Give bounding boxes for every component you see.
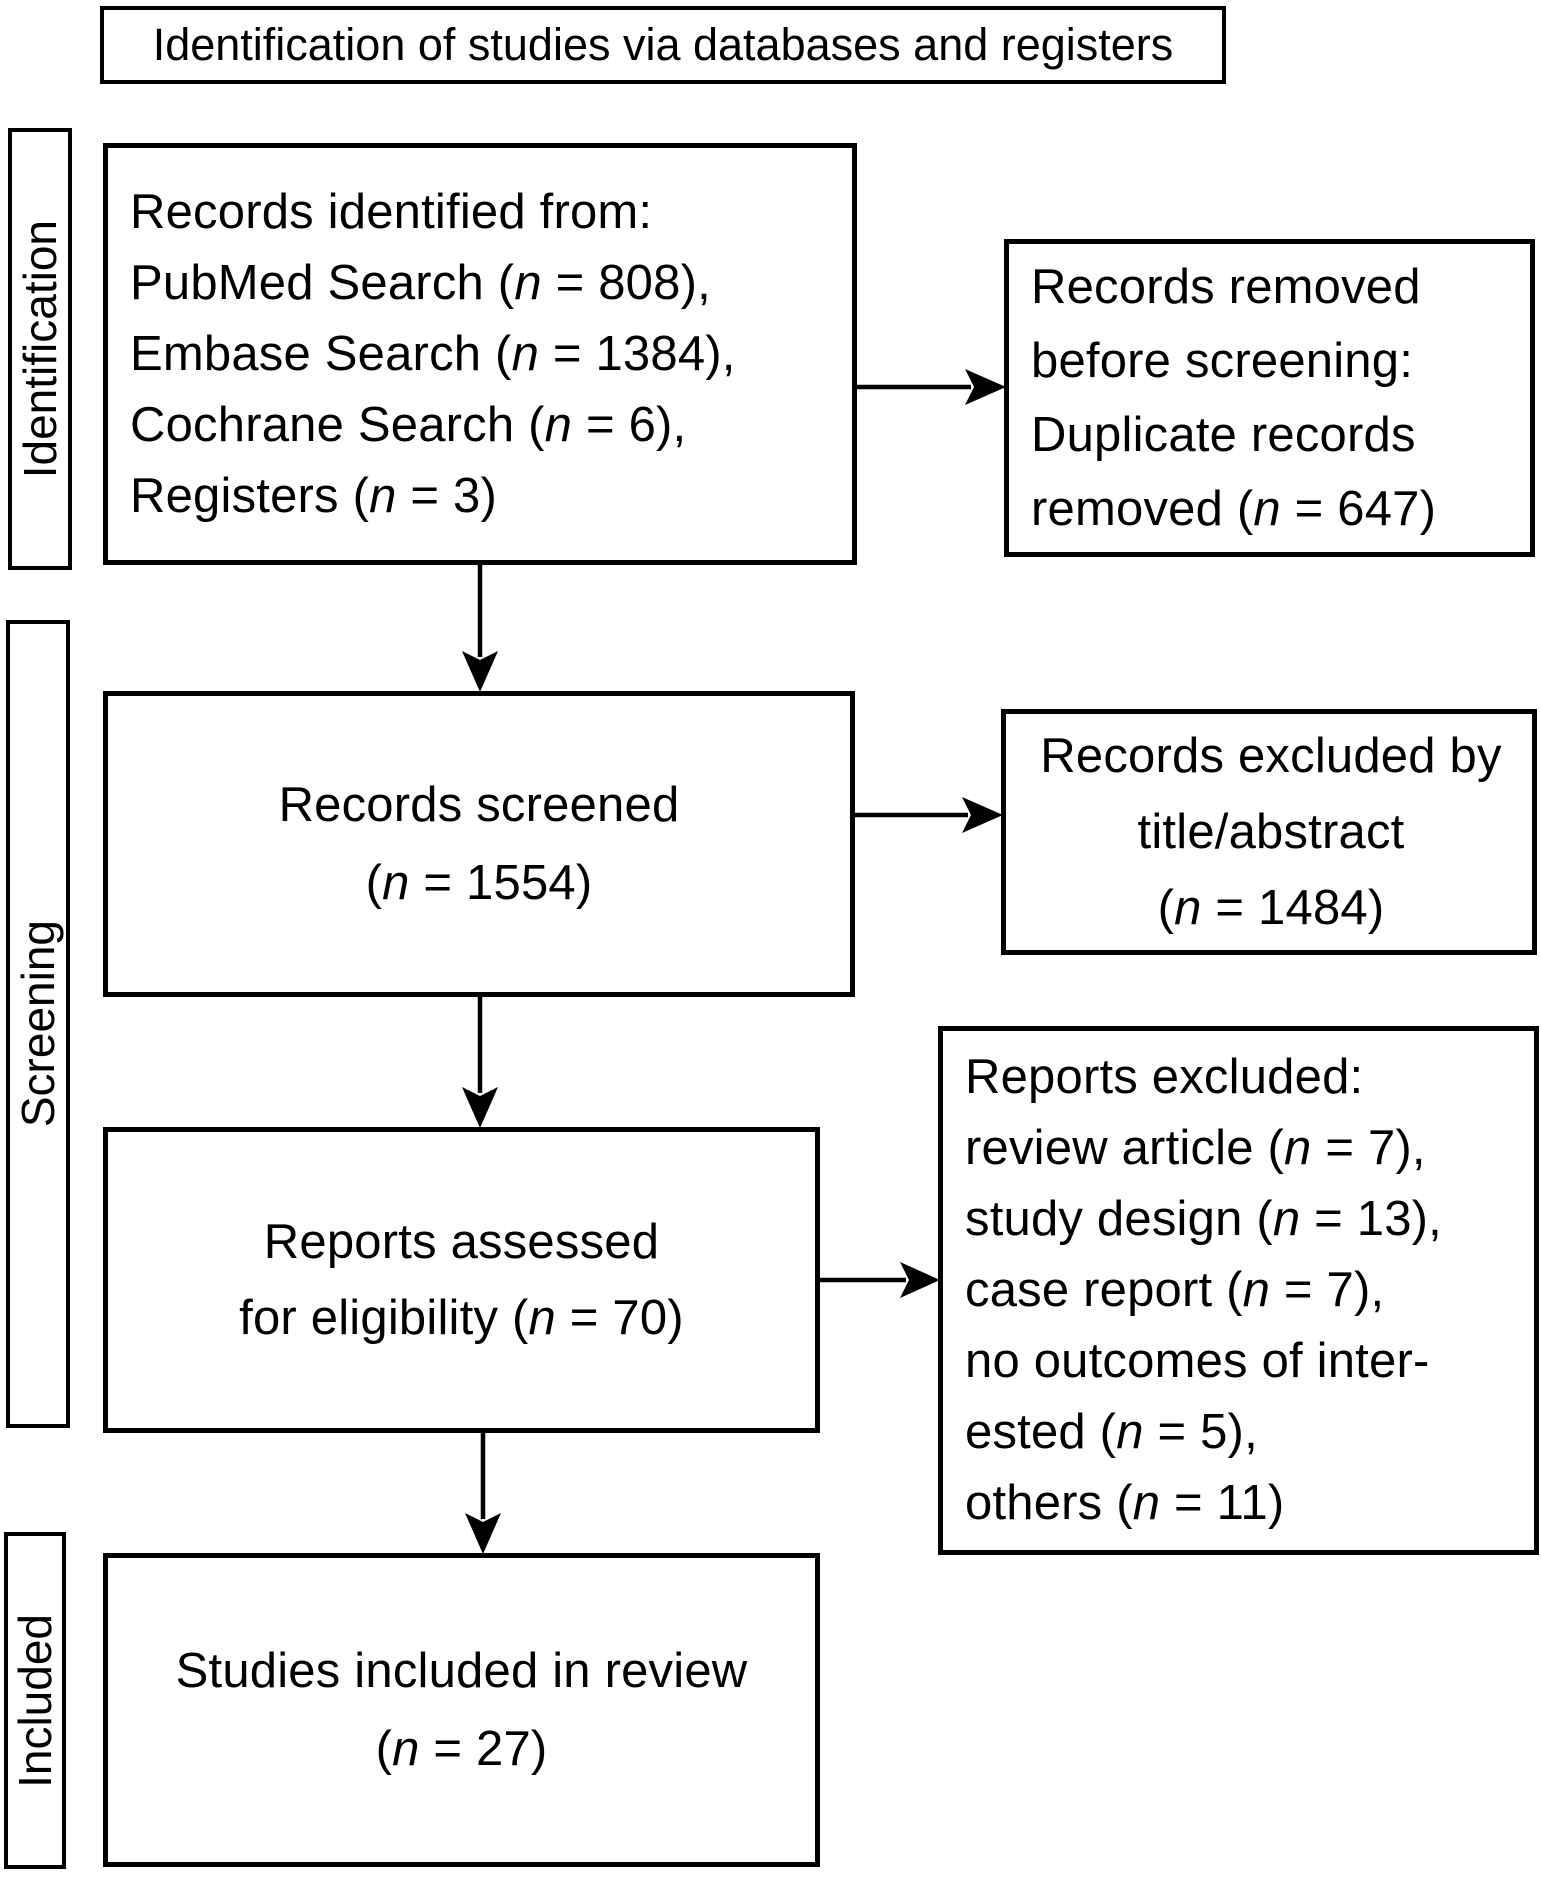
text-line: study design (n = 13), [965,1192,1442,1246]
box-reports-assessed-eligibility: Reports assessed for eligibility (n = 70) [103,1127,820,1433]
arrow-identified-to-removed [855,369,1006,405]
diagram-title: Identification of studies via databases … [152,19,1174,70]
text-line: ested (n = 5), [965,1405,1258,1459]
text-line: case report (n = 7), [965,1263,1385,1317]
box-records-removed-before-screening: Records removed before screening: Duplicat… [1004,239,1535,557]
text-line: removed (n = 647) [1031,482,1437,536]
stage-label-text: Screening [12,920,64,1128]
text-line: Embase Search (n = 1384), [130,326,736,381]
box-records-screened: Records screened (n = 1554) [103,691,855,997]
text-line: title/abstract [1137,805,1405,859]
text-line: Records removed [1031,260,1421,314]
text-line: Studies included in review [175,1644,748,1698]
arrow-assessed-to-included [465,1432,501,1554]
text-line: Records identified from: [130,184,653,239]
arrow-identified-to-screened [462,565,498,692]
box-studies-included-in-review: Studies included in review (n = 27) [103,1553,820,1867]
text-line: others (n = 11) [965,1476,1285,1530]
arrow-assessed-to-reports-excluded [818,1262,940,1298]
box-reports-excluded: Reports excluded: review article (n = 7),… [938,1026,1539,1555]
text-line: (n = 1484) [1157,881,1385,935]
stage-label-identification: Identification [8,128,72,570]
text-line: Records excluded by [1040,729,1502,783]
text-line: Registers (n = 3) [130,468,497,523]
stage-label-screening: Screening [6,620,70,1428]
text-line: PubMed Search (n = 808), [130,255,711,310]
arrow-screened-to-assessed [462,996,498,1128]
arrow-screened-to-excluded [853,797,1003,833]
stage-label-included: Included [4,1532,66,1869]
text-line: (n = 1554) [365,856,593,910]
box-records-identified: Records identified from: PubMed Search (n… [103,143,857,565]
text-line: before screening: [1031,334,1414,388]
text-line: Cochrane Search (n = 6), [130,397,687,452]
text-line: review article (n = 7), [965,1121,1426,1175]
text-line: no outcomes of inter- [965,1334,1430,1388]
diagram-title-box: Identification of studies via databases … [100,6,1226,84]
text-line: Duplicate records [1031,408,1416,462]
stage-label-text: Included [9,1613,61,1788]
stage-label-text: Identification [14,219,66,479]
text-line: (n = 27) [375,1722,548,1776]
text-line: Reports excluded: [965,1050,1364,1104]
box-records-excluded-title-abstract: Records excluded by title/abstract (n = 14… [1001,709,1537,955]
text-line: for eligibility (n = 70) [239,1291,684,1345]
text-line: Reports assessed [263,1215,660,1269]
text-line: Records screened [278,778,680,832]
